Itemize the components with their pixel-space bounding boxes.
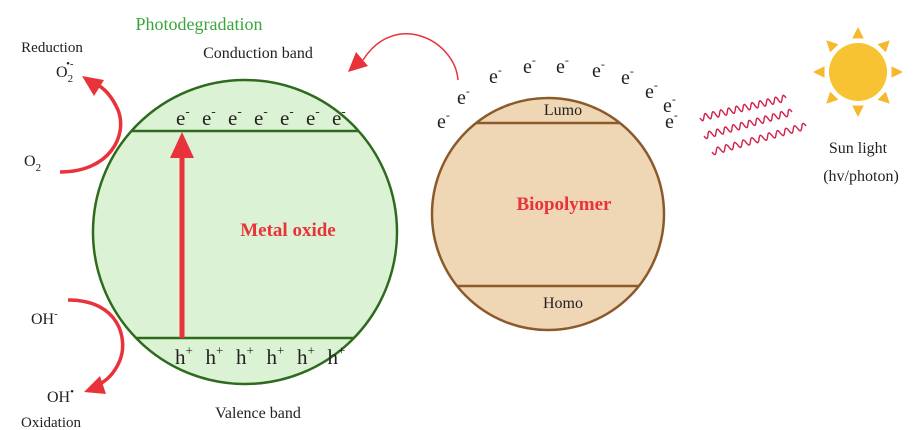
diagram-title: Photodegradation [136,14,263,34]
homo-label: Homo [543,295,583,312]
biopolymer-electrons: e-e-e-e-e-e-e-e-e-e- [437,53,678,133]
electron-transfer-arrow [362,33,459,81]
conduction-band-label: Conduction band [203,45,313,62]
sun-ray [877,91,890,104]
valence-band-holes: h+ h+ h+ h+ h+ h+ [175,343,345,369]
sun-icon [813,27,903,117]
sun-light-sublabel: (hv/photon) [823,168,899,185]
hole: h+ [175,343,193,369]
metal-oxide-label: Metal oxide [240,220,336,241]
sun-light-label: Sun light [829,140,888,157]
electron: e- [645,78,658,103]
electron: e- [332,104,346,130]
excitation-arrow-head [170,132,194,158]
biopolymer-label: Biopolymer [517,194,613,215]
electron: e- [592,57,605,82]
reduction-label: Reduction [21,40,83,56]
electron: e- [457,84,470,109]
electron: e- [663,92,676,117]
electron: e- [665,108,678,133]
electron: e- [621,64,634,89]
electron: e- [437,108,450,133]
conduction-band-electrons: e-e-e-e-e-e-e- [176,104,346,130]
electron: e- [280,104,294,130]
hydroxide-species: OH- [31,308,58,328]
oxygen-species: O2 [24,153,41,174]
biopolymer-particle: Lumo Homo Biopolymer [430,96,666,332]
electron: e- [254,104,268,130]
light-waves [699,94,807,156]
electron: e- [556,53,569,78]
sun-ray [852,105,864,117]
hole: h+ [267,343,285,369]
sun-ray [891,66,903,78]
hole: h+ [328,343,346,369]
electron: e- [228,104,242,130]
electron: e- [523,53,536,78]
reduction-arrow-head [82,76,104,96]
hole: h+ [297,343,315,369]
electron-transfer-arrow-head [348,52,368,72]
electron: e- [489,63,502,88]
electron: e- [176,104,190,130]
reduction-arrow [59,82,123,174]
metal-oxide-particle: Metal oxide e-e-e-e-e-e-e- h+ h+ h+ h+ h+ h+ [91,78,399,386]
sun-ray [877,40,890,53]
hole: h+ [206,343,224,369]
lumo-label: Lumo [544,102,582,119]
oxidation-label: Oxidation [21,415,81,430]
electron: e- [306,104,320,130]
electron: e- [202,104,216,130]
sun-ray [813,66,825,78]
superoxide-species: O2•- [56,58,74,85]
oxidation-arrow-head [84,376,106,394]
hydroxyl-radical-species: OH• [47,386,74,406]
valence-band-label: Valence band [215,405,301,422]
sun-ray [852,27,864,39]
hole: h+ [236,343,254,369]
oxidation-arrow [67,298,125,387]
sun-ray [826,91,839,104]
sun-ray [826,40,839,53]
